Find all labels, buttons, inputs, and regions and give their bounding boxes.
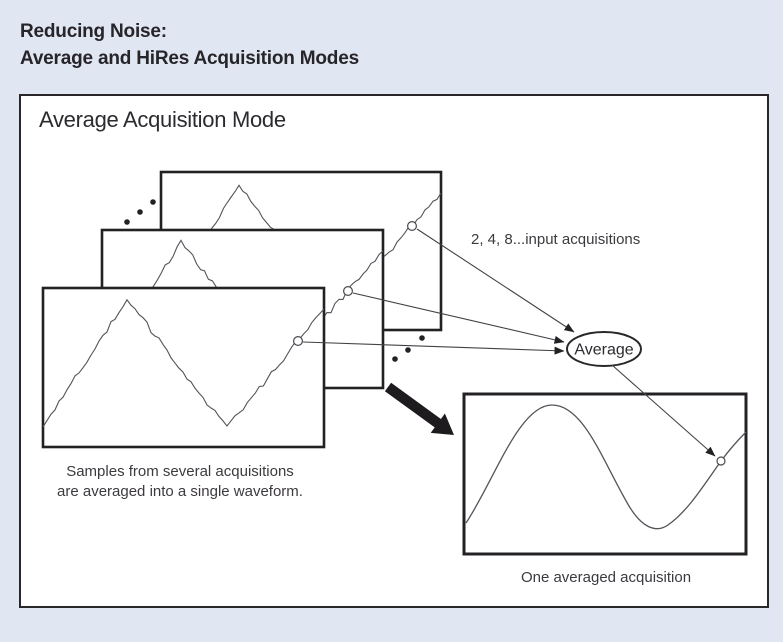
averaging-line-3 [416, 228, 575, 333]
input-acquisitions-label: 2, 4, 8...input acquisitions [471, 231, 640, 248]
output-caption: One averaged acquisition [521, 569, 691, 586]
page-title-line1: Reducing Noise: [20, 21, 167, 42]
acquisition-frame-1 [41, 286, 326, 449]
page-title: Reducing Noise: Average and HiRes Acquis… [20, 18, 359, 72]
samples-caption-line1: Samples from several acquisitions [66, 463, 294, 480]
thick-arrow-icon [384, 382, 454, 435]
average-acquisition-diagram: Average 2, 4, 8...input acquisitions Sam… [41, 170, 748, 586]
average-node-label: Average [574, 342, 633, 359]
averaging-line-2 [352, 292, 565, 344]
average-node [566, 331, 642, 367]
averaging-line-1 [302, 341, 565, 355]
circle-marker-icon [716, 456, 726, 466]
page-title-line2: Average and HiRes Acquisition Modes [20, 48, 359, 69]
average-acquisition-panel: Average Acquisition Mode [19, 94, 769, 608]
ellipsis-dots-icon [392, 335, 425, 362]
averaged-frame [462, 392, 748, 556]
circle-marker-icon [343, 286, 354, 297]
noisy-waveform-1 [42, 298, 325, 428]
ellipsis-dots-icon [124, 199, 156, 225]
circle-marker-icon [407, 220, 418, 231]
output-line [611, 364, 716, 457]
samples-caption-line2: are averaged into a single waveform. [57, 483, 303, 500]
panel-heading: Average Acquisition Mode [39, 107, 286, 132]
circle-marker-icon [293, 336, 304, 347]
